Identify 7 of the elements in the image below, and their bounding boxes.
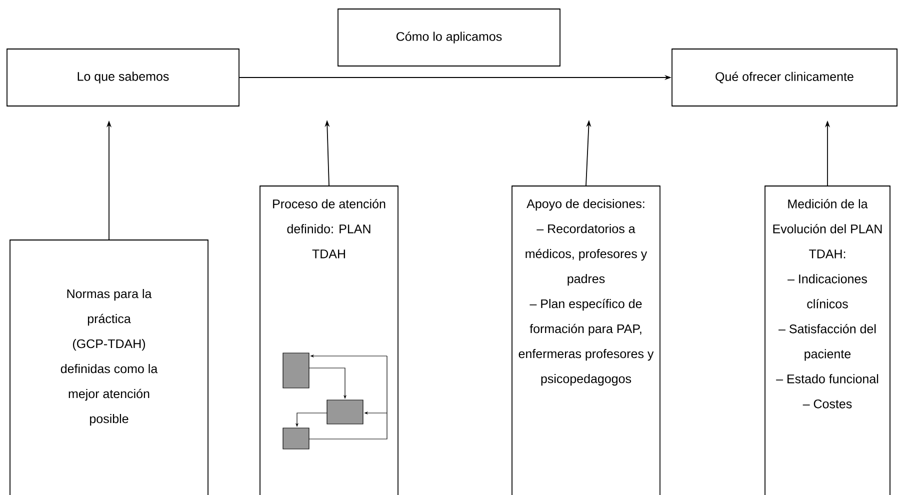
text-box: Lo que sabemos (6, 48, 240, 106)
text-box: Proceso de atención definido: PLAN TDAH (260, 186, 398, 495)
text-box: Apoyo de decisiones: – Recordatorios a médicos, profesores y padres – Plan específico de formación para PAP, enfermeras profesores y psicopedagogos (512, 186, 660, 495)
text-box: Cómo lo aplicamos (338, 8, 560, 66)
text-box: Medición de la Evolución del PLAN TDAH: – Indicaciones clínicos – Satisfacción del paciente – Estado funcional – Costes (764, 186, 890, 495)
text-box: Qué ofrecer clinicamente (672, 48, 898, 106)
text-box: Normas para la práctica (GCP-TDAH) definidas como la mejor atención posible (10, 240, 208, 495)
